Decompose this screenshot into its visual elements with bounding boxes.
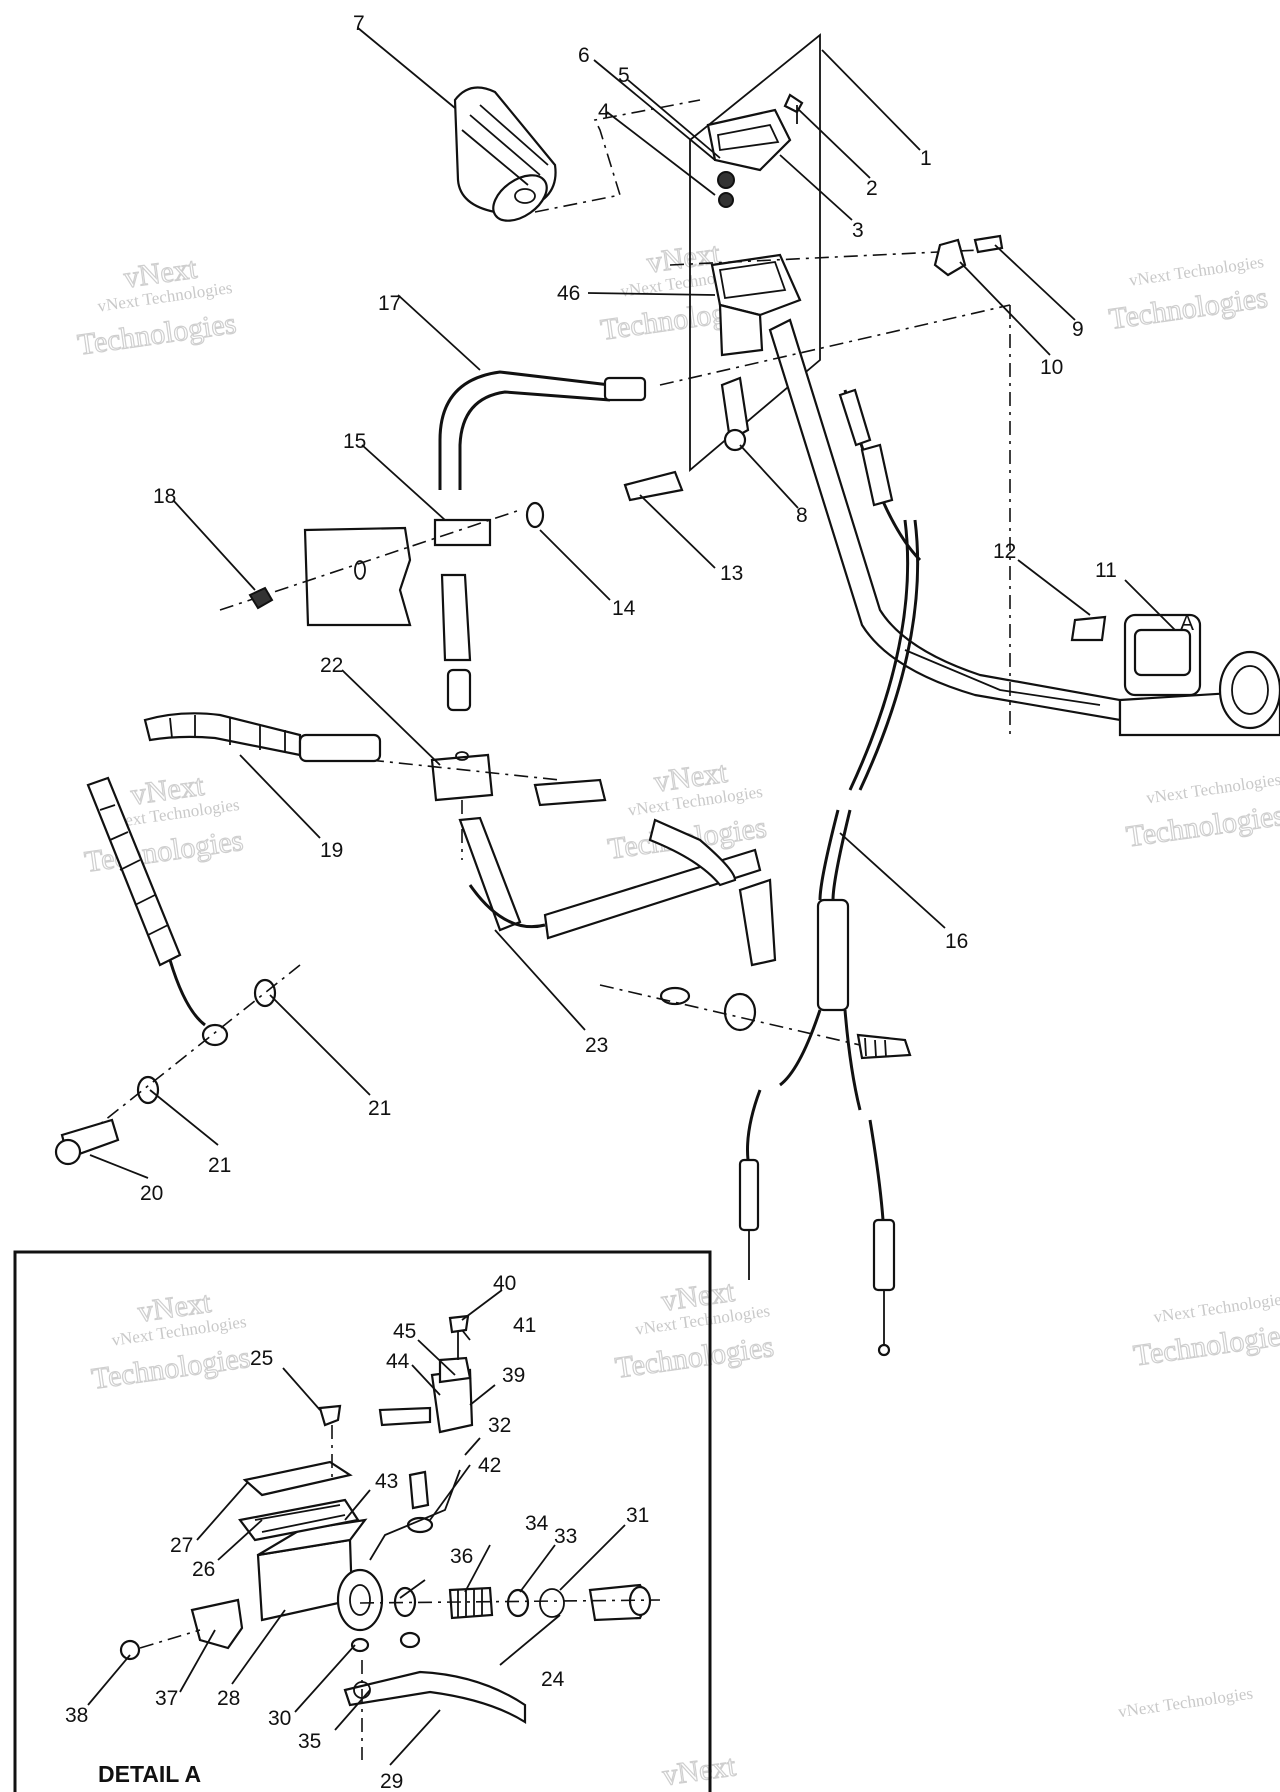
watermark-big: Technologies [1132, 1318, 1280, 1373]
callout-20: 20 [140, 1182, 163, 1205]
callout-33: 33 [554, 1525, 577, 1548]
callout-32: 32 [488, 1414, 511, 1437]
callout-41: 41 [513, 1314, 536, 1337]
callout-43: 43 [375, 1470, 398, 1493]
clamp-part [933, 238, 967, 277]
callout-31: 31 [626, 1504, 649, 1527]
callout-34: 34 [525, 1512, 549, 1535]
watermark-top: vNext [660, 1749, 738, 1792]
callout-1: 1 [920, 147, 932, 170]
callout-10: 10 [1040, 356, 1063, 379]
callout-40: 40 [493, 1272, 516, 1295]
watermark: Technologies vNext Technologies vNext [613, 1274, 777, 1385]
callout-4: 4 [598, 100, 610, 123]
callout-26: 26 [192, 1558, 215, 1581]
callout-35: 35 [298, 1730, 321, 1753]
callout-19: 19 [320, 839, 343, 862]
callout-30: 30 [268, 1707, 291, 1730]
callout-16: 16 [945, 930, 968, 953]
callout-15: 15 [343, 430, 366, 453]
callout-46: 46 [557, 282, 580, 305]
brake-junction [369, 573, 561, 860]
callout-14: 14 [612, 597, 636, 620]
hand-grip [453, 86, 701, 222]
callout-24: 24 [541, 1668, 565, 1691]
brake-hose-upper [438, 370, 647, 490]
callout-12: 12 [993, 540, 1016, 563]
callout-8: 8 [796, 504, 808, 527]
leader-lines [89, 27, 1176, 1179]
front-left-hose [54, 776, 301, 1166]
callout-27: 27 [170, 1534, 193, 1557]
brake-lever [343, 1670, 527, 1724]
callout-7: 7 [353, 12, 365, 35]
ref-line [659, 304, 1011, 386]
callout-21b: 21 [208, 1154, 231, 1177]
clamp-screw [973, 234, 1004, 254]
rear-brake-hose [143, 712, 382, 763]
callout-23: 23 [585, 1034, 608, 1057]
callout-28: 28 [217, 1687, 240, 1710]
master-cylinder-top [706, 93, 804, 452]
watermark: Technologies vNext Technologies [1131, 1289, 1280, 1373]
detail-a-label: DETAIL A [98, 1761, 201, 1787]
callouts: 1 2 3 4 5 6 7 8 9 10 11 12 13 14 15 16 1… [65, 12, 1194, 1792]
callout-17: 17 [378, 292, 401, 315]
watermark: Technologies vNext Technologies vNext [75, 251, 239, 362]
detail-a [13, 1250, 712, 1792]
callout-36: 36 [450, 1545, 473, 1568]
callout-21a: 21 [368, 1097, 391, 1120]
callout-13: 13 [720, 562, 743, 585]
callout-11: 11 [1095, 559, 1117, 582]
handlebar [768, 318, 1280, 737]
callout-2: 2 [866, 177, 878, 200]
watermark: Technologies vNext Technologies [1106, 252, 1270, 336]
callout-5: 5 [618, 64, 630, 87]
callout-22: 22 [320, 654, 343, 677]
detail-leader-lines [87, 1289, 626, 1766]
hose-bracket [219, 470, 684, 627]
watermark: Technologies vNext Technologies [1124, 770, 1280, 854]
watermark-small: vNext Technologies [1117, 1684, 1254, 1722]
callout-25: 25 [250, 1347, 273, 1370]
callout-6: 6 [578, 44, 590, 67]
callout-9: 9 [1072, 318, 1084, 341]
front-brake-hoses [458, 778, 912, 1060]
assembly-panel [689, 33, 821, 472]
throttle-cable [738, 388, 922, 1357]
detail-box [13, 1250, 712, 1792]
callout-37: 37 [155, 1687, 178, 1710]
callout-3: 3 [852, 219, 864, 242]
watermark: Technologies vNext Technologies vNext [89, 1285, 253, 1396]
ref-line [669, 249, 981, 266]
callout-39: 39 [502, 1364, 525, 1387]
callout-44: 44 [386, 1350, 410, 1373]
callout-29: 29 [380, 1770, 403, 1792]
callout-38: 38 [65, 1704, 88, 1727]
callout-a-marker: A [1180, 612, 1194, 635]
exploded-assembly [54, 33, 1280, 1357]
callout-42: 42 [478, 1454, 501, 1477]
callout-18: 18 [153, 485, 176, 508]
callout-45: 45 [393, 1320, 416, 1343]
switch-housing [1070, 613, 1280, 730]
